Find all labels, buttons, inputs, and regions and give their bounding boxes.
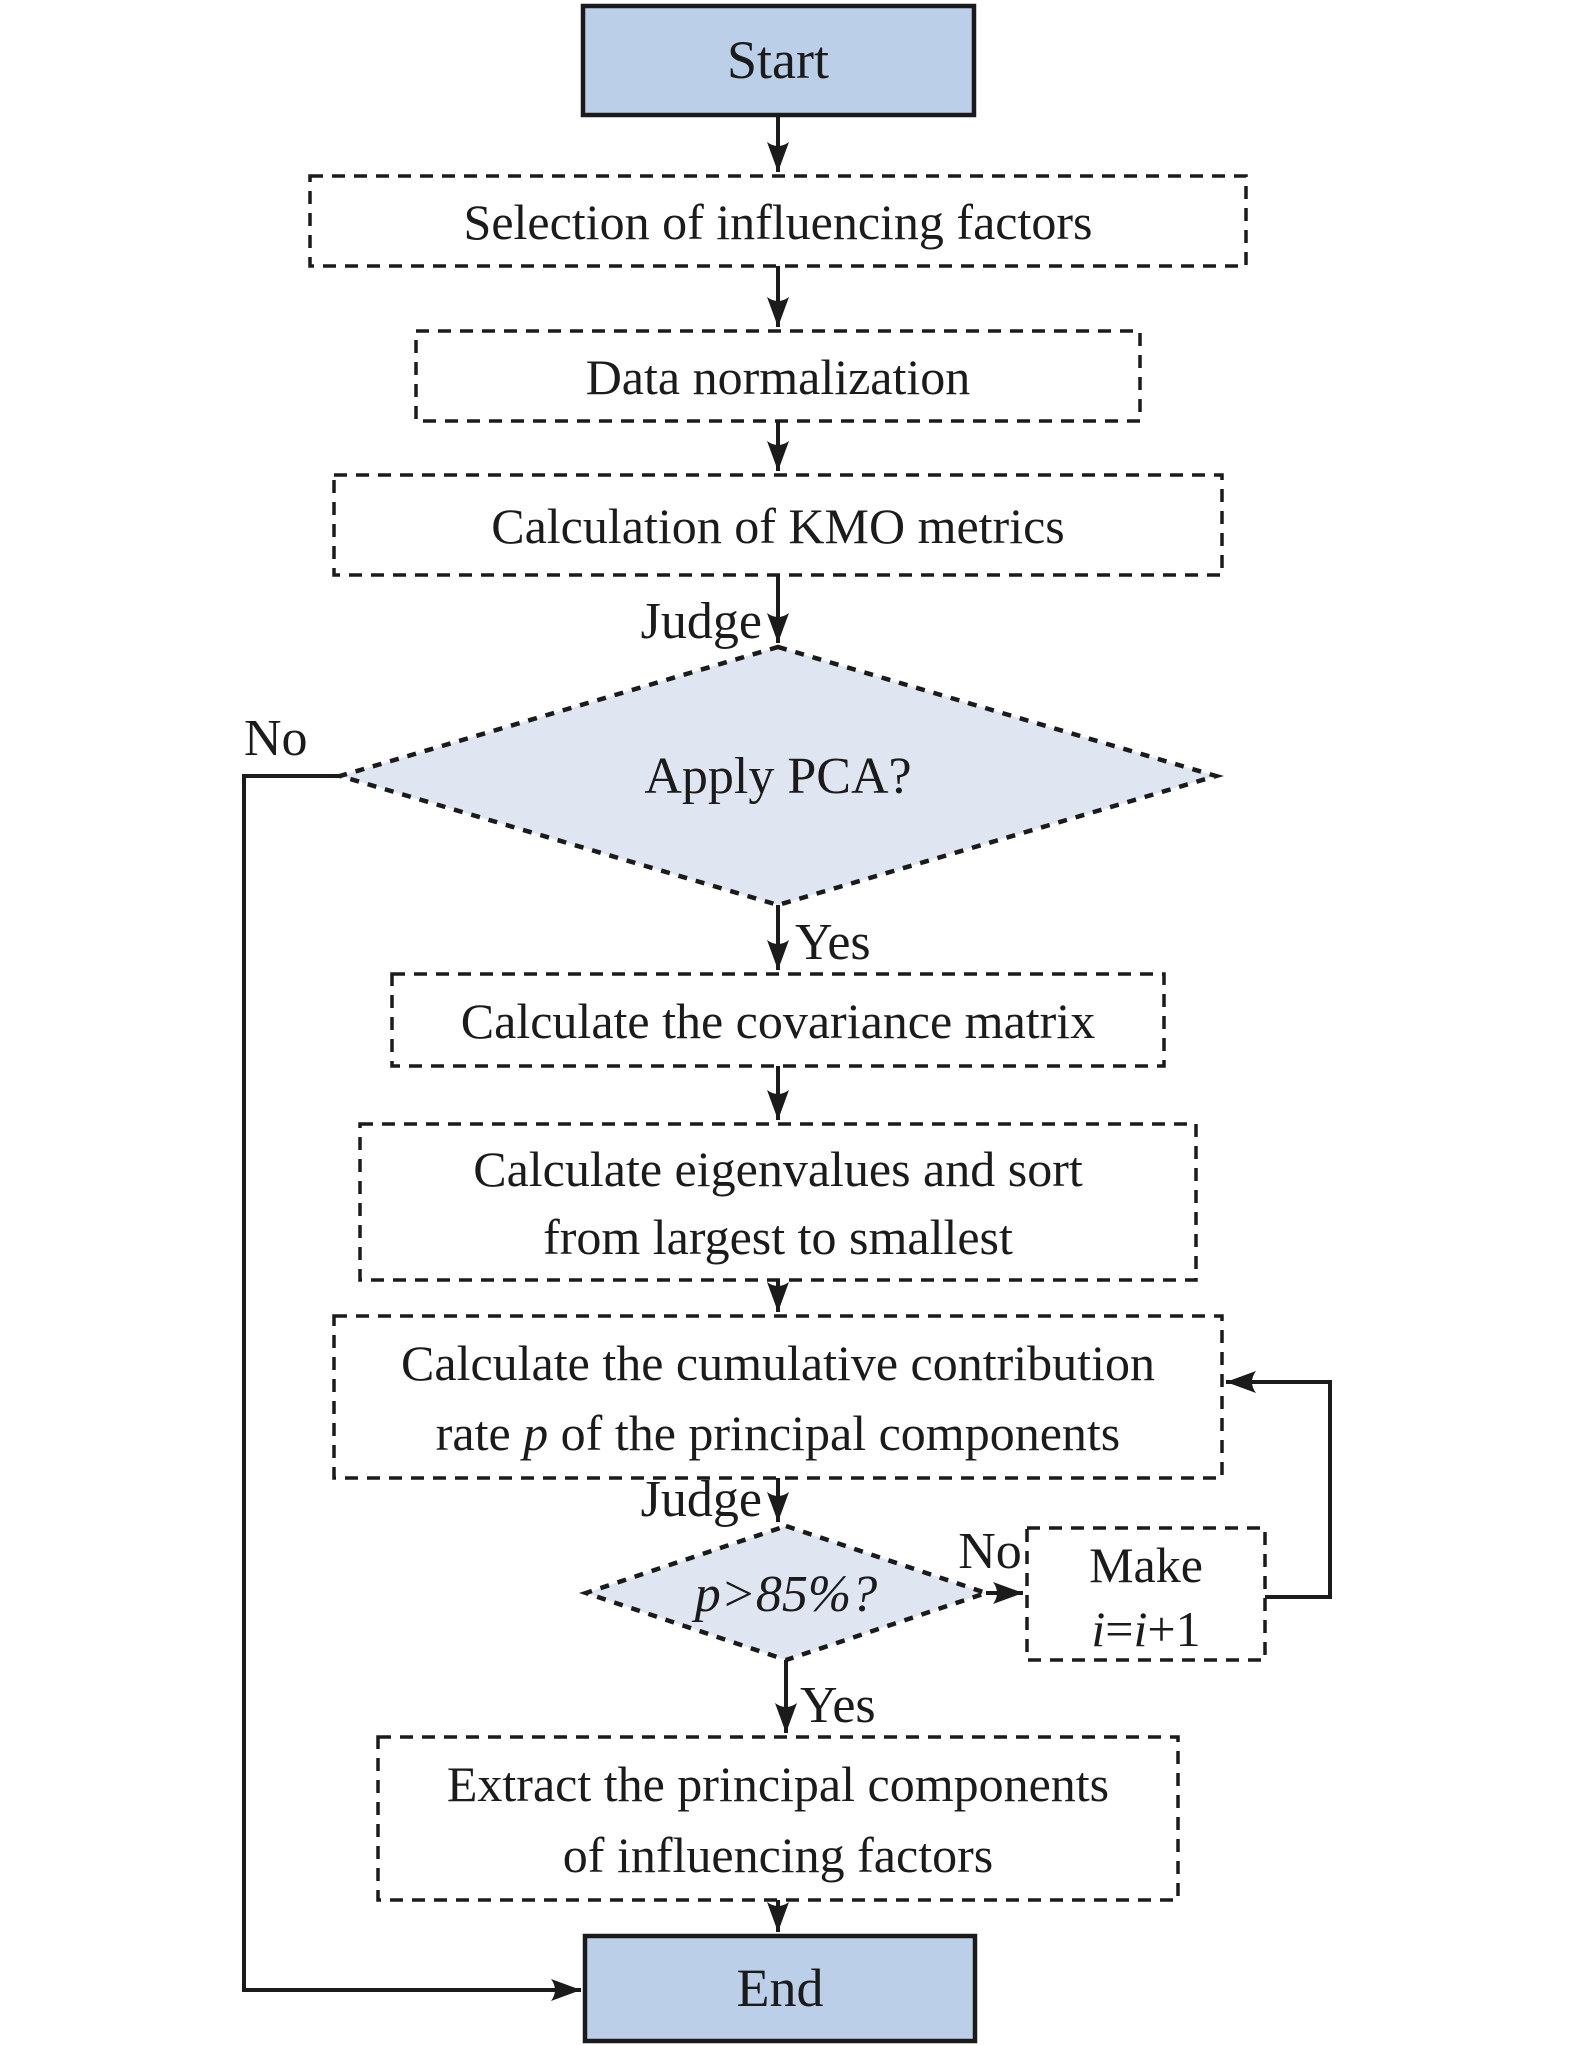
p-check-cond: >85%? (721, 1566, 877, 1623)
make-label-line2: i=i+1 (1091, 1601, 1200, 1657)
extract-node (376, 1735, 1180, 1902)
start-node (580, 3, 977, 118)
make-node (1025, 1526, 1267, 1662)
normalization-label: Data normalization (586, 349, 971, 405)
end-label: End (737, 1958, 824, 2018)
end-node (582, 1933, 978, 2044)
make-var-i1: i (1091, 1601, 1105, 1657)
yes-label-2: Yes (800, 1677, 876, 1734)
arrow-applypca-no-to-end (242, 774, 581, 2001)
judge-label-1: Judge (641, 593, 762, 650)
make-var-i2: i (1134, 1601, 1148, 1657)
apply-pca-label: Apply PCA? (644, 748, 911, 805)
make-equals: = (1105, 1601, 1133, 1657)
no-label-1: No (244, 710, 308, 767)
cumulative-label-line2: rate p of the principal components (436, 1405, 1121, 1461)
covariance-label: Calculate the covariance matrix (461, 993, 1095, 1049)
selection-label: Selection of influencing factors (464, 194, 1093, 250)
cumulative-line2-var-p: p (520, 1405, 548, 1461)
extract-label-line2: of influencing factors (563, 1827, 993, 1883)
eigen-label-line2: from largest to smallest (543, 1209, 1013, 1265)
cumulative-label-line1: Calculate the cumulative contribution (401, 1335, 1155, 1391)
no-label-2: No (958, 1523, 1022, 1580)
extract-label-line1: Extract the principal components (447, 1756, 1109, 1812)
eigen-label-line1: Calculate eigenvalues and sort (473, 1141, 1083, 1197)
normalization-node (414, 329, 1142, 423)
kmo-node (332, 473, 1224, 577)
arrow-make-feedback-to-cumulative (1226, 1371, 1332, 1599)
yes-label-1: Yes (795, 914, 871, 971)
cumulative-node (332, 1314, 1224, 1480)
make-plus-one: +1 (1147, 1601, 1200, 1657)
p-check-decision (578, 1523, 994, 1663)
cumulative-line2-pre: rate (436, 1405, 523, 1461)
p-check-var: p (691, 1566, 721, 1623)
kmo-label: Calculation of KMO metrics (491, 498, 1065, 554)
judge-label-2: Judge (641, 1471, 762, 1528)
apply-pca-decision (332, 644, 1224, 908)
covariance-node (390, 972, 1166, 1068)
p-check-label: p>85%? (691, 1566, 877, 1623)
selection-node (308, 174, 1248, 268)
start-label: Start (727, 30, 829, 90)
cumulative-line2-post: of the principal components (548, 1405, 1120, 1461)
eigen-node (358, 1122, 1198, 1282)
make-label-line1: Make (1089, 1537, 1203, 1593)
